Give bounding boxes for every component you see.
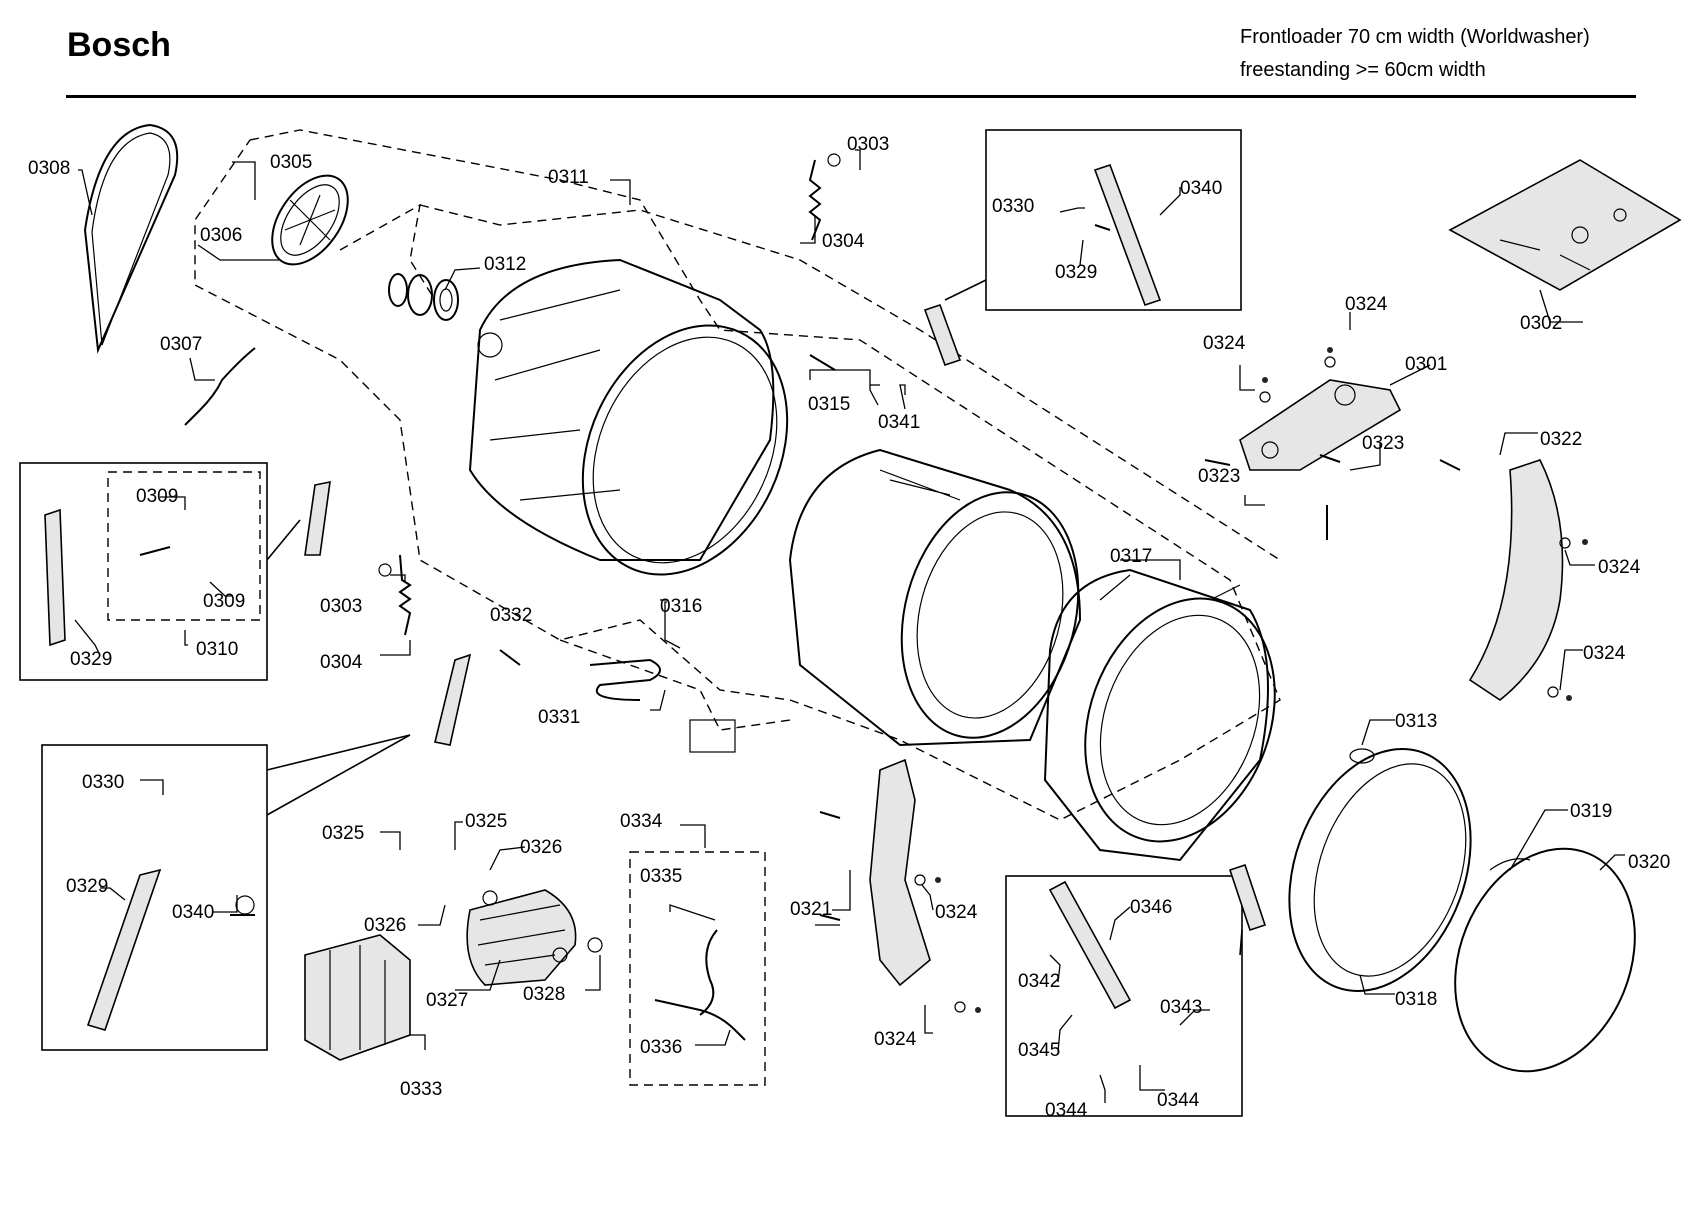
label-0316: 0316: [660, 596, 702, 617]
label-0329-left: 0329: [70, 649, 112, 670]
seals: [388, 273, 459, 321]
label-0319: 0319: [1570, 801, 1612, 822]
label-0320: 0320: [1628, 852, 1670, 873]
fasteners: [139, 153, 1588, 1013]
label-0307: 0307: [160, 334, 202, 355]
cable: [184, 347, 256, 426]
leader-lines: [74, 149, 1625, 1103]
label-0329: 0329: [1055, 262, 1097, 283]
label-0321: 0321: [790, 899, 832, 920]
label-0309: 0309: [136, 486, 178, 507]
counterweight-side: [869, 758, 931, 987]
label-0315: 0315: [808, 394, 850, 415]
brand-title: Bosch: [67, 26, 171, 64]
group-box-0310: [107, 471, 261, 621]
heater: [589, 658, 661, 701]
label-0324-e: 0324: [935, 902, 978, 923]
spring-top: [808, 159, 822, 241]
label-0335: 0335: [640, 866, 682, 887]
sensor-cable-2: [654, 999, 746, 1041]
label-0323-b: 0323: [1198, 466, 1240, 487]
hardware-bag: [1448, 159, 1682, 291]
label-0324-b: 0324: [1203, 333, 1246, 354]
header-divider: [66, 95, 1636, 98]
counterweight-arc: [1468, 459, 1564, 701]
label-0332: 0332: [490, 605, 532, 626]
label-0324-c: 0324: [1598, 557, 1641, 578]
counterweight: [1239, 379, 1402, 471]
label-0326-b: 0326: [364, 915, 406, 936]
label-0317: 0317: [1110, 546, 1152, 567]
label-0322: 0322: [1540, 429, 1582, 450]
label-0301: 0301: [1405, 354, 1447, 375]
clamp-ring: [1454, 847, 1636, 1073]
label-0341: 0341: [878, 412, 920, 433]
label-0340-left: 0340: [172, 902, 214, 923]
label-0330: 0330: [992, 196, 1034, 217]
model-subdescription: freestanding >= 60cm width: [1240, 59, 1486, 81]
control-module: [304, 934, 411, 1061]
front-tub: [1043, 568, 1276, 862]
label-0342: 0342: [1018, 971, 1060, 992]
label-0333: 0333: [400, 1079, 442, 1100]
model-description: Frontloader 70 cm width (Worldwasher): [1240, 26, 1590, 48]
spring-left: [398, 554, 412, 636]
label-0318: 0318: [1395, 989, 1437, 1010]
label-0323: 0323: [1362, 433, 1404, 454]
front-ring: [1288, 747, 1472, 993]
label-0305: 0305: [270, 152, 312, 173]
label-0324-f: 0324: [874, 1029, 917, 1050]
label-0336: 0336: [640, 1037, 682, 1058]
group-box-0334: [629, 851, 766, 1086]
motor: [466, 889, 577, 986]
pulley: [271, 174, 349, 266]
shock-absorbers: [44, 163, 1267, 1031]
label-0334: 0334: [620, 811, 663, 832]
label-0344-b: 0344: [1157, 1090, 1200, 1111]
label-0331: 0331: [538, 707, 580, 728]
label-0329-bottom: 0329: [66, 876, 108, 897]
inset-boxes: [19, 129, 1243, 1117]
label-0303: 0303: [847, 134, 889, 155]
label-0340: 0340: [1180, 178, 1222, 199]
label-0311: 0311: [548, 167, 589, 188]
label-0310: 0310: [196, 639, 238, 660]
label-0308: 0308: [28, 158, 70, 179]
label-0325: 0325: [322, 823, 364, 844]
heater-label: [689, 719, 736, 753]
sensor-cable: [699, 929, 718, 1016]
inset-box-shock-bottom: [41, 744, 268, 1051]
label-0304: 0304: [822, 231, 865, 252]
label-0302: 0302: [1520, 313, 1562, 334]
label-0325-b: 0325: [465, 811, 507, 832]
group-outlines: [194, 129, 1281, 821]
label-0345: 0345: [1018, 1040, 1060, 1061]
label-0306: 0306: [200, 225, 242, 246]
inset-box-shock-left: [19, 462, 268, 681]
drive-belt: [83, 123, 179, 354]
label-0326: 0326: [520, 837, 562, 858]
part-labels: 0308 0305 0306 0307 0311 0312 0303 0304 …: [28, 134, 1670, 1121]
part-drawings: [44, 123, 1682, 1073]
inset-box-shock-top: [985, 129, 1242, 311]
rear-tub: [468, 258, 789, 576]
label-0343: 0343: [1160, 997, 1202, 1018]
drum: [788, 448, 1082, 747]
label-0330-left: 0330: [82, 772, 124, 793]
label-0313: 0313: [1395, 711, 1437, 732]
inset-box-shock-right: [1005, 875, 1243, 1117]
label-0346: 0346: [1130, 897, 1172, 918]
label-0328: 0328: [523, 984, 565, 1005]
label-0324-d: 0324: [1583, 643, 1626, 664]
label-0303-b: 0303: [320, 596, 362, 617]
label-0304-b: 0304: [320, 652, 363, 673]
label-0327: 0327: [426, 990, 468, 1011]
label-0312: 0312: [484, 254, 526, 275]
label-0344: 0344: [1045, 1100, 1088, 1121]
label-0324: 0324: [1345, 294, 1388, 315]
label-0309-b: 0309: [203, 591, 245, 612]
